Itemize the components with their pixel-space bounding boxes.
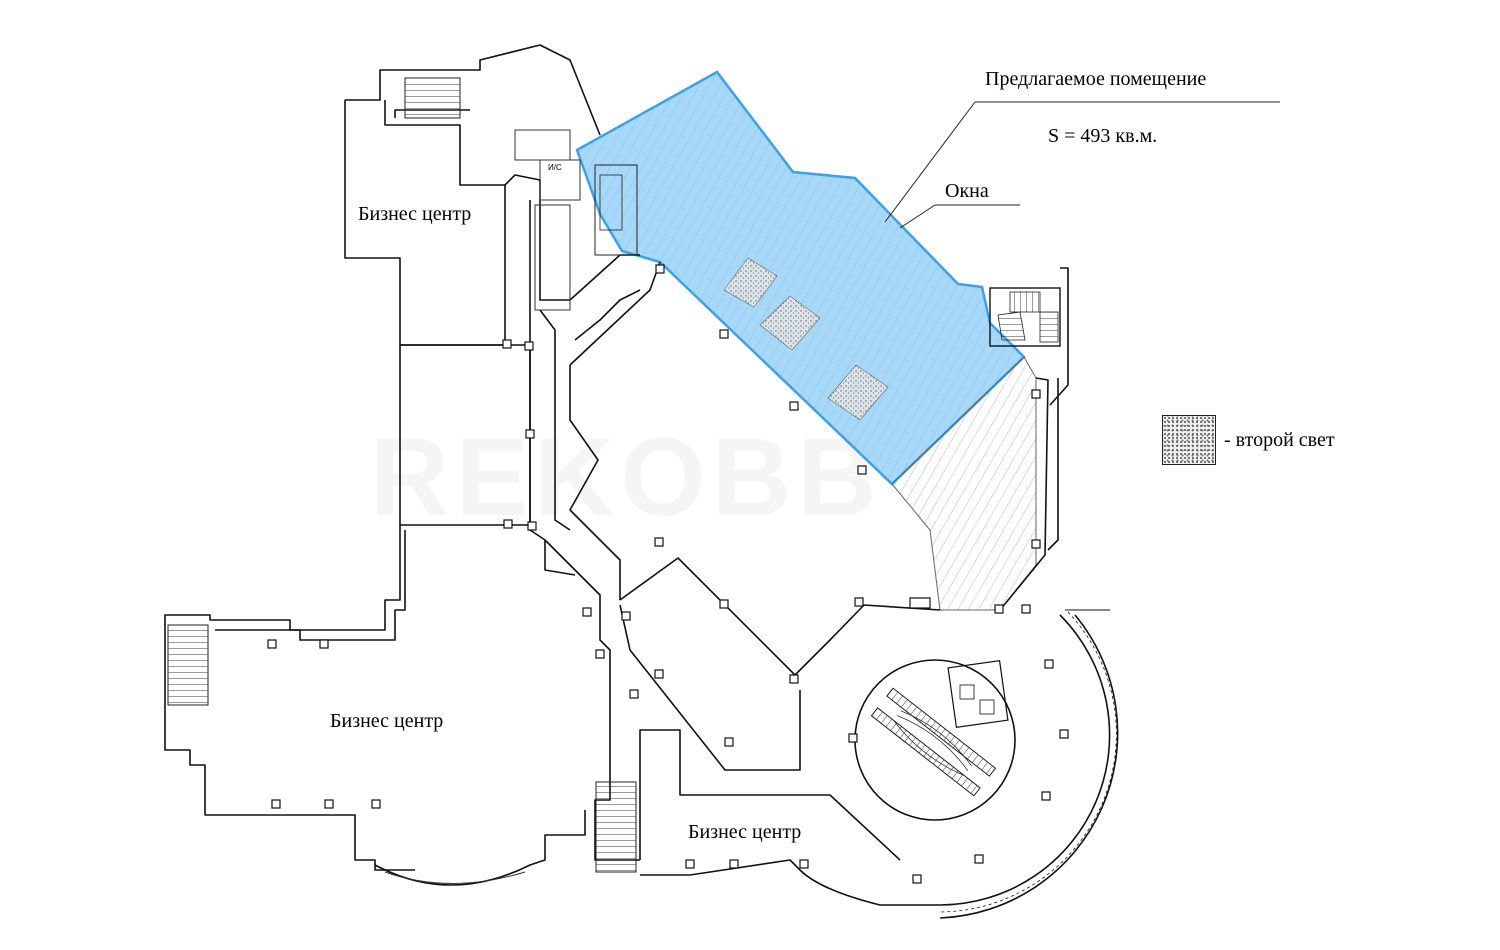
legend: - второй свет (1162, 415, 1335, 465)
adjacent-hatched-area (891, 356, 1037, 611)
building-walls (164, 44, 1069, 886)
second-light-voids (723, 257, 889, 421)
callout-lines (884, 101, 1280, 229)
room-label-business-center-left[interactable]: Бизнес центр (330, 710, 443, 732)
legend-text: - второй свет (1224, 428, 1335, 451)
windows-label: Окна (945, 180, 989, 202)
room-label-business-center-top[interactable]: Бизнес центр (358, 203, 471, 225)
wc-label: И/С (548, 163, 562, 172)
offered-premises-hatch (577, 72, 1024, 484)
rotunda (799, 609, 1119, 919)
stipple-pattern-swatch-icon (1162, 415, 1216, 465)
callout-title: Предлагаемое помещение (985, 68, 1206, 90)
columns (267, 264, 1069, 884)
callout-area: S = 493 кв.м. (1048, 125, 1157, 147)
room-label-business-center-bottom[interactable]: Бизнес центр (688, 821, 801, 843)
watermark: REKO⁠BB (370, 416, 883, 539)
